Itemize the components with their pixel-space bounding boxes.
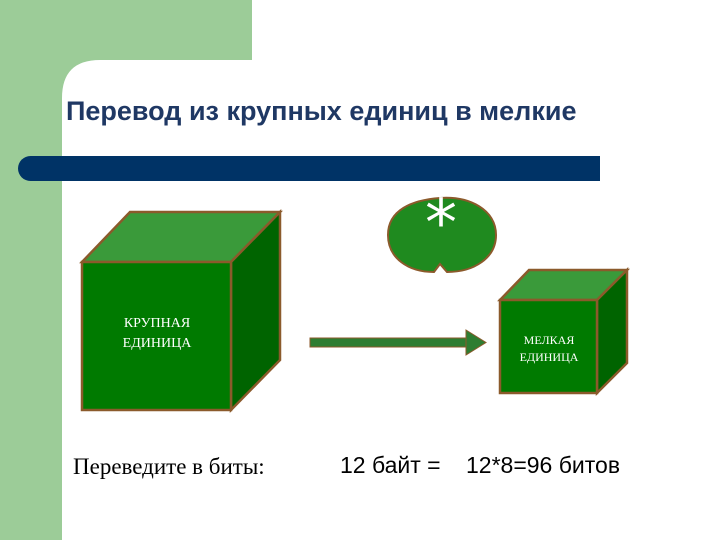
large-unit-cube [79,208,283,414]
multiply-symbol: * [425,187,457,261]
operation-badge [386,196,498,274]
title-bar [18,156,600,181]
exercise-result: 12*8=96 битов [466,452,621,478]
exercise-prompt: Переведите в биты: [73,454,265,479]
small-unit-cube [497,266,631,397]
sidebar-decoration [0,0,252,540]
page-title: Перевод из крупных единиц в мелкие [66,96,577,126]
conversion-arrow [309,329,487,356]
exercise-expression: 12 байт = [340,452,441,478]
